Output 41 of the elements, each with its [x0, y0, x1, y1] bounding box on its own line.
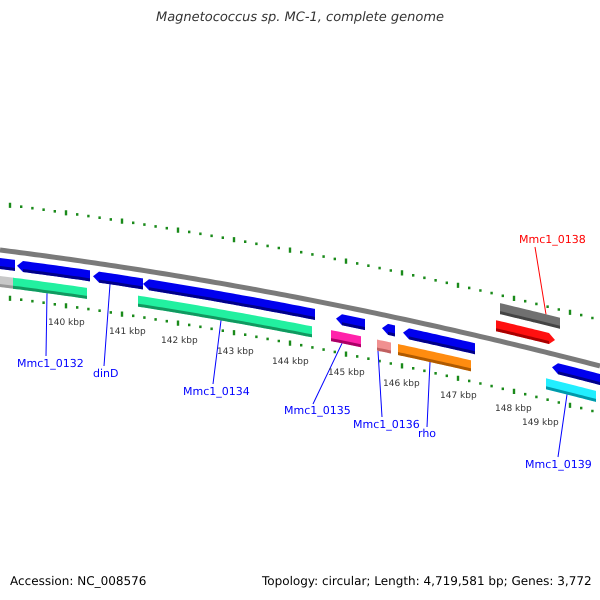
gene-label: Mmc1_0136 — [353, 418, 420, 431]
scale-label: 146 kbp — [383, 379, 420, 390]
gene-feature — [336, 314, 365, 330]
gene-feature — [17, 261, 90, 282]
gene-feature — [496, 320, 555, 344]
scale-label: 142 kbp — [161, 336, 198, 347]
leader-line — [104, 284, 110, 366]
accession-text: Accession: NC_008576 — [10, 574, 146, 588]
leader-line — [426, 362, 430, 428]
gene-label: Mmc1_0135 — [284, 404, 351, 417]
gene-label: rho — [418, 427, 436, 440]
gene-label: Mmc1_0132 — [17, 357, 84, 370]
leader-line — [212, 320, 222, 384]
gene-feature — [546, 378, 596, 402]
scale-label: 147 kbp — [440, 391, 477, 402]
gene-label: Mmc1_0139 — [525, 458, 592, 471]
leader-line — [312, 342, 342, 404]
gene-feature — [0, 257, 15, 271]
gene-feature — [13, 278, 87, 299]
leader-line — [378, 350, 382, 418]
gene-feature — [398, 344, 471, 372]
scale-label: 145 kbp — [328, 368, 365, 379]
gene-feature — [331, 330, 361, 348]
gene-feature — [382, 324, 395, 336]
genome-summary-text: Topology: circular; Length: 4,719,581 bp; Genes: 3,772 — [262, 574, 592, 588]
scale-label: 143 kbp — [217, 347, 254, 358]
gene-feature — [0, 275, 14, 289]
map-title: Magnetococcus sp. MC-1, complete genome — [154, 10, 446, 25]
scale-label: 148 kbp — [495, 404, 532, 415]
leader-line — [558, 394, 568, 458]
scale-label: 144 kbp — [272, 357, 309, 368]
gene-label: Mmc1_0134 — [183, 385, 250, 398]
scale-label: 141 kbp — [109, 327, 146, 338]
gene-feature — [377, 340, 391, 354]
leader-line — [534, 246, 546, 315]
scale-label: 140 kbp — [48, 318, 85, 329]
scale-label: 149 kbp — [522, 418, 559, 429]
gene-label: Mmc1_0138 — [519, 233, 586, 246]
leader-line — [46, 292, 48, 356]
gene-feature — [93, 272, 143, 290]
gene-label: dinD — [93, 367, 118, 380]
